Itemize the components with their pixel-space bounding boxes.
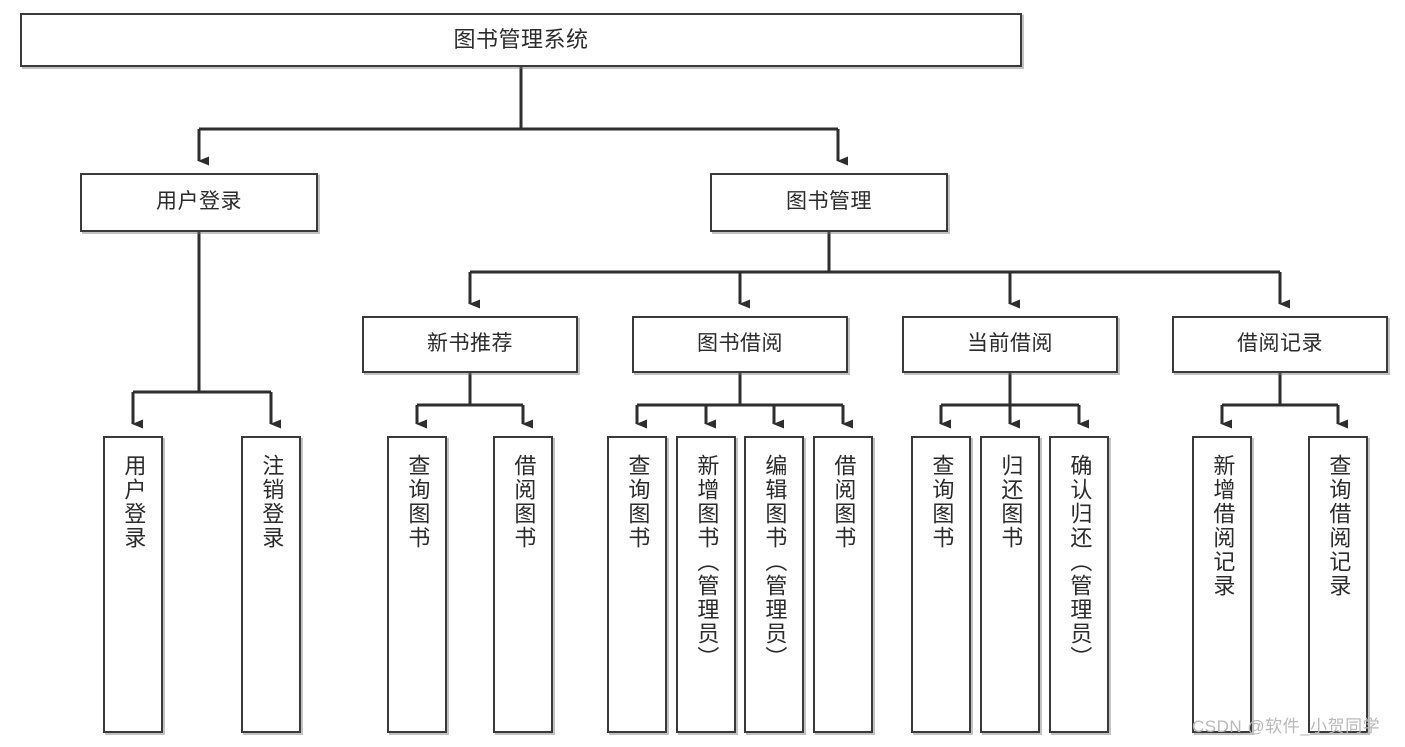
leaf-record-add-borrow-record[interactable]: 新增借阅记录 [1192,436,1252,733]
node-label: 注销登录 [259,454,285,550]
node-book-borrow[interactable]: 图书借阅 [632,316,848,373]
node-new-book-recommend[interactable]: 新书推荐 [362,316,578,373]
node-user-login[interactable]: 用户登录 [80,173,318,232]
node-book-management-system[interactable]: 图书管理系统 [20,13,1022,67]
node-label: 图书管理 [786,190,872,214]
node-label: 借阅图书 [831,454,857,550]
node-label: 编辑图书（管理员） [762,454,788,670]
node-label: 归还图书 [998,454,1024,550]
node-label: 新增借阅记录 [1210,454,1236,598]
node-label: 当前借阅 [967,332,1053,356]
csdn-watermark: CSDN @软件_小贺同学 [1192,717,1381,736]
node-book-manage[interactable]: 图书管理 [710,173,948,232]
leaf-borrow-borrow-book[interactable]: 借阅图书 [813,436,873,733]
node-label: 确认归还（管理员） [1067,454,1093,670]
node-label: 查询借阅记录 [1326,454,1352,598]
node-label: 借阅图书 [511,454,537,550]
node-label: 查询图书 [625,454,651,550]
leaf-borrow-query-book[interactable]: 查询图书 [607,436,667,733]
node-label: 用户登录 [156,190,242,214]
node-label: 新书推荐 [427,332,513,356]
leaf-current-return-book[interactable]: 归还图书 [980,436,1040,733]
node-label: 查询图书 [929,454,955,550]
leaf-borrow-add-book-admin[interactable]: 新增图书（管理员） [676,436,736,733]
node-label: 图书管理系统 [453,27,589,53]
leaf-recommend-query-book[interactable]: 查询图书 [387,436,447,733]
leaf-current-confirm-return-admin[interactable]: 确认归还（管理员） [1049,436,1109,733]
leaf-borrow-edit-book-admin[interactable]: 编辑图书（管理员） [744,436,804,733]
node-label: 借阅记录 [1237,332,1323,356]
node-current-borrow[interactable]: 当前借阅 [902,316,1118,373]
node-label: 图书借阅 [697,332,783,356]
node-label: 新增图书（管理员） [694,454,720,670]
node-borrow-record[interactable]: 借阅记录 [1172,316,1388,373]
node-label: 用户登录 [121,454,147,550]
leaf-current-query-book[interactable]: 查询图书 [911,436,971,733]
node-label: 查询图书 [405,454,431,550]
leaf-user-login[interactable]: 用户登录 [103,436,163,733]
leaf-user-logout[interactable]: 注销登录 [241,436,301,733]
leaf-recommend-borrow-book[interactable]: 借阅图书 [493,436,553,733]
leaf-record-query-borrow-record[interactable]: 查询借阅记录 [1308,436,1368,733]
